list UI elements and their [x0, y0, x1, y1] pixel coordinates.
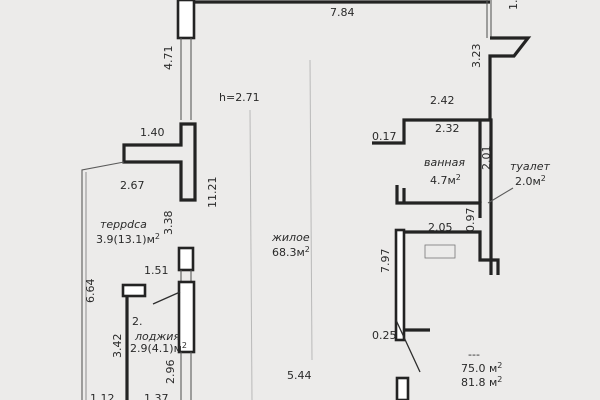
room-terrace-name: террdса	[100, 218, 147, 231]
room-bath-name: ванная	[424, 156, 465, 169]
bath-bottom	[395, 185, 482, 218]
room-living-area: 68.3м2	[272, 245, 310, 259]
room-loggia-name: лоджия	[134, 330, 180, 343]
area-totals: --- 75.0 м2 81.8 м2	[461, 348, 502, 389]
right-top-shaft	[488, 36, 532, 120]
loggia-door-leaf	[152, 291, 181, 305]
terrace-outline	[81, 161, 125, 400]
right-door-leaf	[395, 319, 421, 373]
dim-bottom-left-1: 1.12	[90, 392, 115, 400]
dim-terrace-vertical: 3.38	[162, 211, 175, 236]
dim-left-outer-vertical: 6.64	[84, 279, 97, 304]
dim-stair-vertical: 11.21	[206, 177, 219, 209]
dim-notch-width: 1.40	[140, 126, 165, 139]
dim-bath-top-width: 2.42	[430, 94, 455, 107]
bottom-column	[395, 376, 410, 400]
room-toilet-name: туалет	[510, 160, 550, 173]
column-left-mid	[177, 246, 195, 272]
dim-bath-vertical: 2.01	[480, 146, 493, 171]
dim-terrace-width: 2.67	[120, 179, 145, 192]
totals-area-1: 75.0 м2	[461, 361, 502, 375]
dim-bath-small-offset: 0.17	[372, 130, 397, 143]
toilet-walls	[404, 230, 500, 275]
dim-bottom-width: 5.44	[287, 369, 312, 382]
room-living-name: жилое	[271, 231, 310, 244]
dim-bath-inner-width: 2.32	[435, 122, 460, 135]
loggia-index-mark: 2.	[132, 315, 143, 328]
room-terrace-area: 3.9(13.1)м2	[96, 232, 160, 246]
toilet-niche	[424, 244, 456, 259]
dim-left-upper-vertical: 4.71	[162, 46, 175, 71]
totals-area-2: 81.8 м2	[461, 375, 502, 389]
dimension-labels: 7.84 1.60 4.71 h=2.71 1.40 11.21 2.67 3.…	[84, 0, 520, 400]
loggia-wall	[177, 280, 196, 354]
loggia-block	[121, 283, 147, 298]
dim-toilet-width: 2.05	[428, 221, 453, 234]
dim-loggia-width: 1.51	[144, 264, 169, 277]
room-bath-area: 4.7м2	[430, 173, 461, 187]
dim-right-small-offset: 0.25	[372, 329, 397, 342]
bath-walls	[372, 118, 493, 275]
ghost-line-1	[249, 109, 253, 400]
dim-right-upper-vertical: 3.23	[470, 44, 483, 69]
room-loggia-area: 2.9(4.1)м2	[130, 341, 187, 355]
ghost-line-2	[309, 59, 313, 361]
dim-bottom-left-2: 1.37	[144, 392, 169, 400]
toilet-leader-line	[487, 187, 514, 204]
dim-loggia-lower-vertical: 2.96	[164, 360, 177, 385]
walls	[81, 0, 532, 400]
dim-top-right-vertical: 1.60	[507, 0, 520, 10]
dim-toilet-vertical: 0.97	[464, 208, 477, 233]
totals-dash: ---	[468, 348, 480, 361]
room-labels: террdса 3.9(13.1)м2 жилое 68.3м2 ванная …	[96, 156, 550, 355]
dim-loggia-vertical: 3.42	[111, 334, 124, 359]
room-toilet-area: 2.0м2	[515, 174, 546, 188]
left-upper-wall	[176, 0, 196, 40]
dim-top-width: 7.84	[330, 6, 355, 19]
dim-ceiling-height: h=2.71	[219, 91, 260, 104]
dim-right-lower-vertical: 7.97	[379, 249, 392, 274]
right-lower-wall	[394, 228, 406, 342]
